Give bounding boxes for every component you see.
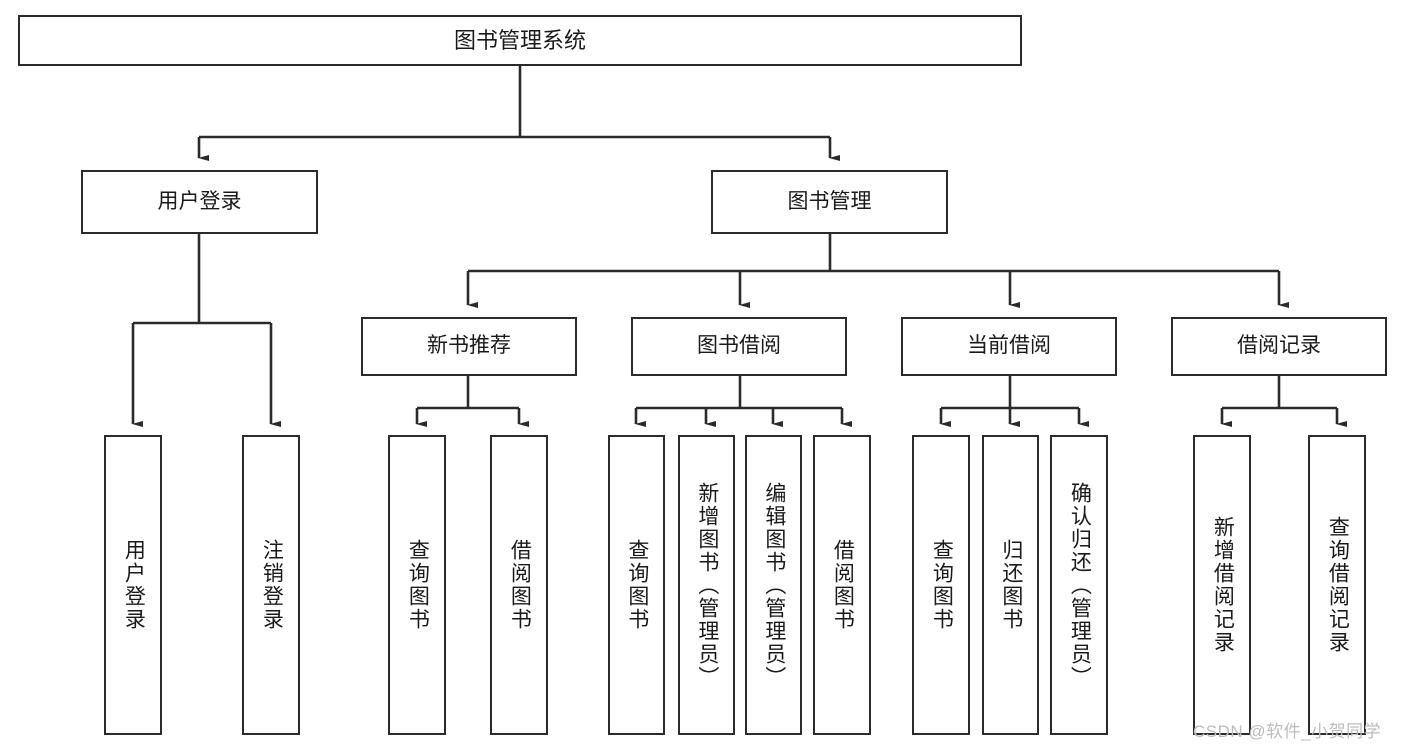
node-label: 借阅图书 — [508, 539, 532, 631]
leaf-user-login-signin[interactable]: 用户登录 — [104, 435, 162, 735]
node-label: 注销登录 — [260, 539, 284, 631]
leaf-record-add-record[interactable]: 新增借阅记录 — [1193, 435, 1251, 735]
node-label: 当前借阅 — [967, 334, 1051, 358]
node-label: 归还图书 — [999, 539, 1023, 631]
leaf-user-login-logout[interactable]: 注销登录 — [242, 435, 300, 735]
node-new-book-recommend[interactable]: 新书推荐 — [361, 317, 577, 376]
leaf-recommend-borrow-book[interactable]: 借阅图书 — [490, 435, 548, 735]
node-label: 查询图书 — [930, 539, 954, 631]
csdn-watermark: CSDN @软件_小贺同学 — [1193, 722, 1382, 741]
node-user-login[interactable]: 用户登录 — [81, 170, 318, 234]
node-label: 图书管理系统 — [453, 27, 586, 53]
node-label: 借阅记录 — [1237, 334, 1321, 358]
leaf-recommend-query-book[interactable]: 查询图书 — [388, 435, 446, 735]
node-label: 新增图书（管理员） — [695, 481, 719, 689]
node-label: 图书管理 — [787, 189, 872, 213]
node-label: 新增借阅记录 — [1211, 516, 1235, 654]
node-label: 确认归还（管理员） — [1068, 481, 1092, 689]
node-root-system[interactable]: 图书管理系统 — [18, 15, 1022, 66]
node-book-management[interactable]: 图书管理 — [711, 170, 948, 234]
leaf-current-confirm-return-admin[interactable]: 确认归还（管理员） — [1050, 435, 1108, 735]
leaf-borrow-query-book[interactable]: 查询图书 — [608, 435, 665, 735]
node-label: 借阅图书 — [831, 539, 855, 631]
node-book-borrow[interactable]: 图书借阅 — [631, 317, 847, 376]
node-label: 查询借阅记录 — [1326, 516, 1350, 654]
node-current-borrow[interactable]: 当前借阅 — [901, 317, 1117, 376]
leaf-current-query-book[interactable]: 查询图书 — [912, 435, 970, 735]
node-label: 查询图书 — [406, 539, 430, 631]
node-label: 用户登录 — [122, 539, 146, 631]
node-label: 编辑图书（管理员） — [762, 481, 786, 689]
node-label: 图书借阅 — [697, 334, 781, 358]
node-label: 用户登录 — [157, 189, 242, 213]
leaf-borrow-add-book-admin[interactable]: 新增图书（管理员） — [678, 435, 735, 735]
node-borrow-record[interactable]: 借阅记录 — [1171, 317, 1387, 376]
leaf-borrow-edit-book-admin[interactable]: 编辑图书（管理员） — [745, 435, 802, 735]
node-label: 查询图书 — [625, 539, 649, 631]
leaf-borrow-borrow-book[interactable]: 借阅图书 — [813, 435, 871, 735]
node-label: 新书推荐 — [427, 334, 511, 358]
leaf-record-query-record[interactable]: 查询借阅记录 — [1308, 435, 1366, 735]
leaf-current-return-book[interactable]: 归还图书 — [982, 435, 1039, 735]
